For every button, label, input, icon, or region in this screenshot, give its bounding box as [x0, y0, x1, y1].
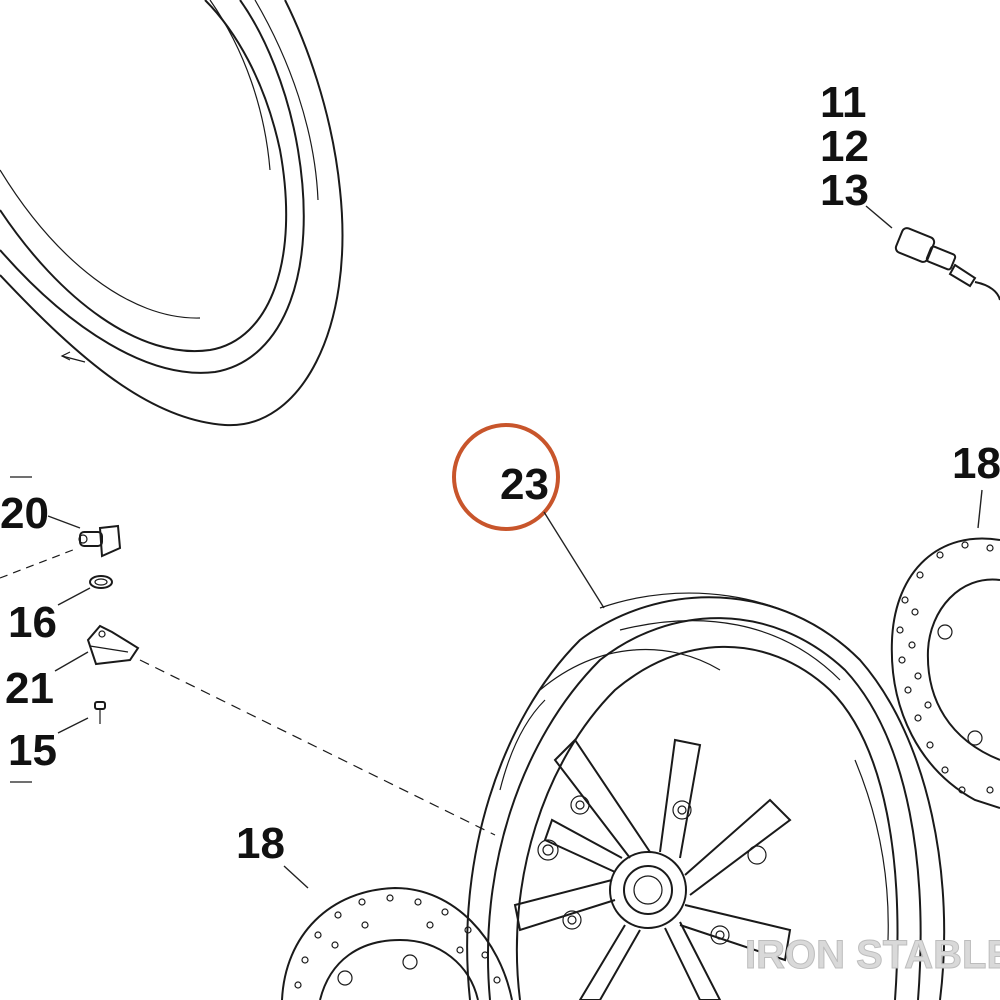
callout-18-left: 18	[236, 819, 285, 868]
valve-seal-washer	[89, 575, 113, 589]
callout-23: 23	[500, 460, 549, 509]
callout-20: 20	[0, 489, 49, 538]
valve-stem-group: 20 16 21 15	[0, 476, 496, 836]
callout-11: 11	[820, 78, 867, 127]
callout-13: 13	[820, 166, 869, 215]
wheel-speed-sensor: 11 12 13	[820, 78, 1000, 301]
tpms-sensor	[86, 624, 140, 666]
highlight-circle	[452, 423, 560, 531]
valve-stem	[78, 524, 122, 558]
sensor-screw	[94, 701, 106, 724]
callout-18-right: 18	[952, 439, 1000, 488]
tire	[0, 0, 344, 427]
callout-15: 15	[8, 726, 57, 775]
brake-rotor-right: 18	[890, 439, 1000, 809]
callout-16: 16	[8, 598, 57, 647]
brake-rotor-left: 18	[236, 819, 513, 1000]
watermark-text: IRON STABLE	[745, 933, 1000, 977]
callout-21: 21	[5, 664, 54, 713]
wheel-hub	[609, 851, 687, 929]
cast-wheel	[466, 592, 946, 1000]
callout-12: 12	[820, 122, 869, 171]
callout-23-group: 23	[452, 423, 605, 609]
